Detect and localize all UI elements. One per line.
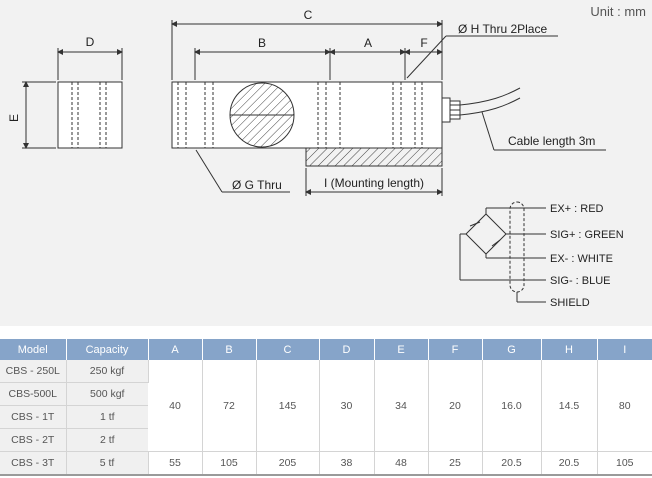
header-e: E xyxy=(374,339,429,360)
value-b-cell: 105 xyxy=(202,451,257,476)
value-e-cell: 48 xyxy=(374,451,429,476)
value-d-cell: 30 xyxy=(319,360,375,452)
table-row: CBS - 2T 2 tf xyxy=(0,428,652,452)
top-dimensions xyxy=(171,20,558,80)
spec-table: Model Capacity A B C D E F G H I CBS - 2… xyxy=(0,339,652,476)
side-view xyxy=(22,48,123,149)
wire-sig-plus-label: SIG+ : GREEN xyxy=(550,229,624,241)
header-c: C xyxy=(256,339,320,360)
dim-f-label: F xyxy=(420,36,427,50)
technical-drawing: Unit : mm D E xyxy=(0,0,652,326)
value-g-cell: 16.0 xyxy=(482,360,542,452)
value-c-cell: 205 xyxy=(256,451,320,476)
header-d: D xyxy=(319,339,375,360)
front-view xyxy=(171,81,521,167)
header-model: Model xyxy=(0,339,67,360)
drawing-canvas: Unit : mm D E xyxy=(7,4,646,309)
value-d-cell: 38 xyxy=(319,451,375,476)
capacity-cell: 250 kgf xyxy=(66,360,149,383)
model-cell: CBS - 250L xyxy=(0,360,67,383)
dim-b-label: B xyxy=(258,36,266,50)
header-f: F xyxy=(428,339,483,360)
unit-label: Unit : mm xyxy=(590,4,646,19)
table-row: CBS-500L 500 kgf xyxy=(0,382,652,406)
value-b-cell: 72 xyxy=(202,360,257,452)
dim-a-label: A xyxy=(364,36,372,50)
table-row: CBS - 3T 5 tf 55 105 205 38 48 25 20.5 2… xyxy=(0,451,652,476)
capacity-cell: 500 kgf xyxy=(66,382,148,406)
value-h-cell: 20.5 xyxy=(541,451,598,476)
model-cell: CBS - 2T xyxy=(0,428,67,452)
wire-sig-minus-label: SIG- : BLUE xyxy=(550,275,611,287)
table-row: CBS - 1T 1 tf xyxy=(0,405,652,429)
header-a: A xyxy=(148,339,203,360)
table-row: CBS - 250L 250 kgf 40 72 145 30 34 20 16… xyxy=(0,360,652,452)
model-cell: CBS-500L xyxy=(0,382,67,406)
value-a-cell: 40 xyxy=(148,360,203,452)
wire-ex-plus-label: EX+ : RED xyxy=(550,203,604,215)
dim-d-label: D xyxy=(86,35,95,49)
header-capacity: Capacity xyxy=(66,339,149,360)
cable-length-label: Cable length 3m xyxy=(508,134,595,148)
value-e-cell: 34 xyxy=(374,360,429,452)
capacity-cell: 2 tf xyxy=(66,428,148,452)
table-header-row: Model Capacity A B C D E F G H I xyxy=(0,339,652,360)
header-b: B xyxy=(202,339,257,360)
bottom-dimensions xyxy=(195,111,606,196)
model-cell: CBS - 3T xyxy=(0,451,67,476)
capacity-cell: 5 tf xyxy=(66,451,149,476)
header-g: G xyxy=(482,339,542,360)
capacity-cell: 1 tf xyxy=(66,405,148,429)
header-i: I xyxy=(597,339,652,360)
wiring-diagram xyxy=(459,201,546,303)
value-c-cell: 145 xyxy=(256,360,320,452)
value-f-cell: 20 xyxy=(428,360,483,452)
header-h: H xyxy=(541,339,598,360)
mounting-length-label: I (Mounting length) xyxy=(324,176,424,190)
dim-c-label: C xyxy=(304,8,313,22)
dim-e-label: E xyxy=(7,114,21,122)
value-g-cell: 20.5 xyxy=(482,451,542,476)
model-cell: CBS - 1T xyxy=(0,405,67,429)
value-a-cell: 55 xyxy=(148,451,203,476)
wire-shield-label: SHIELD xyxy=(550,297,590,309)
value-h-cell: 14.5 xyxy=(541,360,598,452)
g-thru-label: Ø G Thru xyxy=(232,178,282,192)
wire-ex-minus-label: EX- : WHITE xyxy=(550,253,613,265)
value-f-cell: 25 xyxy=(428,451,483,476)
value-i-cell: 80 xyxy=(597,360,652,452)
h-thru-label: Ø H Thru 2Place xyxy=(458,22,547,36)
value-i-cell: 105 xyxy=(597,451,652,476)
